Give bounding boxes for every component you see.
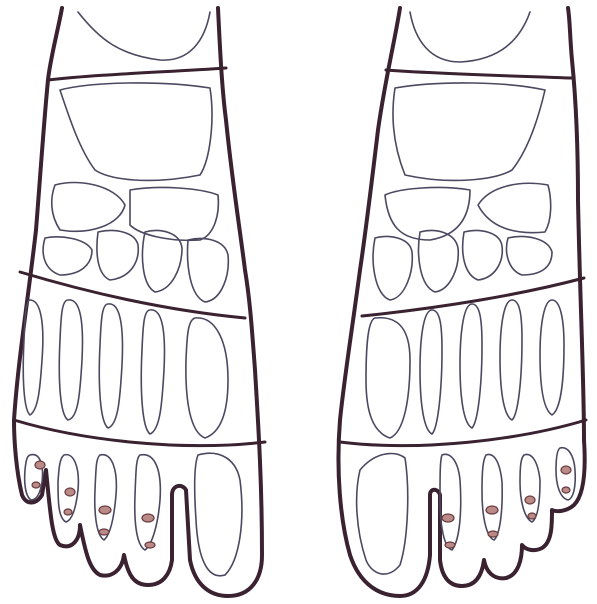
left-waist-band <box>14 420 265 446</box>
right-metatarsal-5 <box>540 300 564 415</box>
left-cuneiform-4 <box>188 239 229 302</box>
right-navicular <box>385 188 470 240</box>
left-metatarsal-4 <box>141 310 164 434</box>
right-cuneiform-3 <box>463 231 503 280</box>
right-diaphragm-band <box>362 278 584 316</box>
right-metatarsal-1 <box>366 318 410 438</box>
right-toe-4-bone <box>520 454 540 522</box>
left-calcaneus <box>78 12 210 60</box>
right-big-toe-bone <box>357 454 408 575</box>
left-metatarsal-3 <box>99 304 122 428</box>
right-metatarsal-4 <box>500 300 522 420</box>
right-cuneiform-1 <box>373 237 412 300</box>
left-navicular <box>52 182 125 231</box>
left-cuneiform-2 <box>97 231 138 280</box>
right-waist-band <box>340 420 586 446</box>
right-ankle-band <box>386 70 572 78</box>
right-toe-3-bone <box>482 454 502 540</box>
right-talus <box>393 83 545 181</box>
right-toe-2-bone <box>440 454 461 550</box>
right-metatarsal-2 <box>420 310 442 434</box>
left-cuboid <box>130 188 218 241</box>
right-calcaneus <box>410 12 530 62</box>
left-toe-3-bone <box>95 455 117 540</box>
left-toe-2-bone <box>135 455 161 550</box>
right-foot <box>338 8 586 596</box>
left-metatarsal-2 <box>59 300 82 420</box>
right-metatarsal-3 <box>460 304 482 428</box>
left-ankle-band <box>48 68 226 80</box>
left-cuneiform-1 <box>43 237 92 275</box>
left-diaphragm-band <box>20 272 245 318</box>
right-cuneiform-4 <box>507 237 552 275</box>
right-cuboid <box>478 183 551 232</box>
left-big-toe-bone <box>195 453 242 575</box>
left-foot <box>14 8 265 596</box>
left-metatarsal-5 <box>186 318 228 438</box>
left-talus <box>60 83 212 181</box>
